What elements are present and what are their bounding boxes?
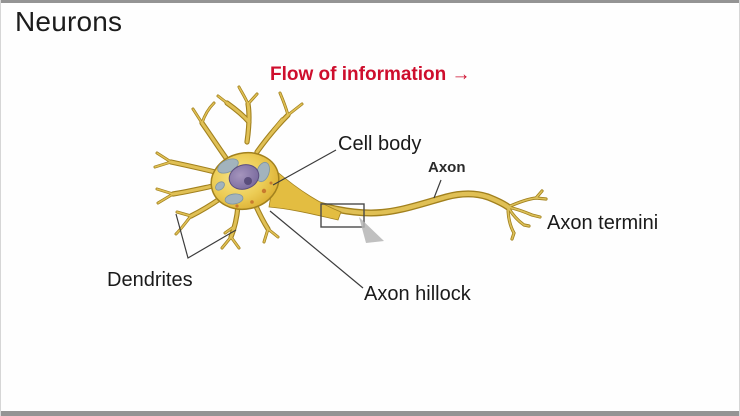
dendrites-leader-lines <box>175 213 237 259</box>
annotation-rectangle <box>320 203 365 228</box>
axon-hillock-leader-line <box>269 210 364 289</box>
top-frame-bar <box>1 0 739 3</box>
flow-of-information-heading: Flow of information → <box>270 64 471 85</box>
axon-hillock-label: Axon hillock <box>364 283 471 305</box>
dendrites-label: Dendrites <box>107 269 193 291</box>
axon-label: Axon <box>428 159 466 176</box>
nucleus-graphic <box>228 164 260 190</box>
axon-hillock-graphic <box>268 169 342 221</box>
bottom-frame-bar <box>1 411 739 416</box>
axon-termini-label: Axon termini <box>547 212 659 234</box>
pointer-arrow-icon <box>359 217 384 243</box>
page-title: Neurons <box>15 6 123 37</box>
cell-body-label: Cell body <box>338 133 422 155</box>
axon-leader-line <box>433 179 442 199</box>
cell-body-leader-line <box>272 149 337 186</box>
cell-body-graphic <box>210 151 280 211</box>
